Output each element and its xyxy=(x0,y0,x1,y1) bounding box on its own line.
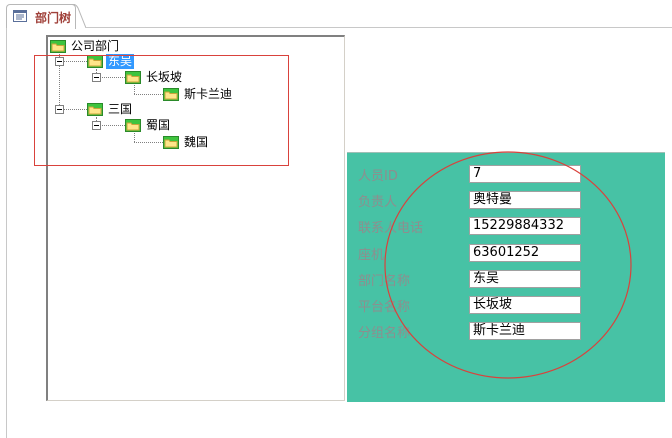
landline-field[interactable]: 63601252 xyxy=(469,244,581,262)
tree-node-dongwu[interactable]: 东吴 xyxy=(87,54,187,70)
tree-connector xyxy=(96,125,125,127)
tree-connector xyxy=(134,142,163,144)
tree-node-label: 公司部门 xyxy=(71,39,120,53)
field-label-manager: 负责人 xyxy=(358,195,398,210)
tree-connector xyxy=(96,77,125,79)
tree-connector xyxy=(59,109,87,111)
group-field[interactable]: 斯卡兰迪 xyxy=(469,322,581,340)
field-label-person-id: 人员ID xyxy=(358,169,398,184)
collapse-toggle[interactable] xyxy=(55,105,64,114)
tree-connector xyxy=(134,94,163,96)
tab-divider xyxy=(86,27,672,28)
tree-node-sikalandi[interactable]: 斯卡兰迪 xyxy=(163,87,263,103)
field-label-group: 分组名称 xyxy=(358,326,411,341)
folder-icon xyxy=(125,119,141,132)
tree-connector xyxy=(59,61,87,63)
department-field[interactable]: 东吴 xyxy=(469,270,581,288)
folder-icon xyxy=(125,71,141,84)
tree-node-label: 蜀国 xyxy=(146,118,171,132)
form-left-border xyxy=(6,28,7,438)
folder-icon xyxy=(50,40,66,53)
folder-icon xyxy=(87,55,103,68)
tree-node-label: 魏国 xyxy=(184,135,209,149)
tree-node-sanguo[interactable]: 三国 xyxy=(87,102,187,118)
collapse-toggle[interactable] xyxy=(92,73,101,82)
phone-field[interactable]: 15229884332 xyxy=(469,217,581,235)
detail-panel: 人员ID 7 负责人 奥特曼 联系人电话 15229884332 座机 6360… xyxy=(347,152,665,402)
tree-node-weiguo[interactable]: 魏国 xyxy=(163,135,263,151)
tree-node-label: 长坂坡 xyxy=(146,70,183,84)
tree-connector xyxy=(134,133,136,142)
field-label-platform: 平台名称 xyxy=(358,300,411,315)
collapse-toggle[interactable] xyxy=(55,57,64,66)
folder-icon xyxy=(163,136,179,149)
tree-node-root[interactable]: 公司部门 xyxy=(50,39,150,55)
person-id-field[interactable]: 7 xyxy=(469,165,581,183)
tree-node-changbanpo[interactable]: 长坂坡 xyxy=(125,70,225,86)
tab-strip: 部门树 xyxy=(0,0,672,29)
tree-node-label: 斯卡兰迪 xyxy=(184,87,233,101)
platform-field[interactable]: 长坂坡 xyxy=(469,296,581,314)
field-label-department: 部门名称 xyxy=(358,274,411,289)
field-label-phone: 联系人电话 xyxy=(358,221,424,236)
manager-field[interactable]: 奥特曼 xyxy=(469,191,581,209)
field-label-landline: 座机 xyxy=(358,248,385,263)
tab-label: 部门树 xyxy=(35,11,72,25)
tree-node-shuguo[interactable]: 蜀国 xyxy=(125,118,225,134)
department-tree[interactable]: 公司部门 东吴 长坂坡 斯卡兰迪 三国 xyxy=(46,35,345,401)
tab-edge xyxy=(72,4,86,28)
collapse-toggle[interactable] xyxy=(92,121,101,130)
tree-connector xyxy=(134,85,136,94)
tree-node-label: 三国 xyxy=(108,102,133,116)
tree-connector xyxy=(59,52,61,109)
tab-department-tree[interactable]: 部门树 xyxy=(6,4,76,29)
form-icon xyxy=(13,10,27,22)
folder-icon xyxy=(87,103,103,116)
folder-icon xyxy=(163,88,179,101)
tree-node-label: 东吴 xyxy=(106,54,135,69)
